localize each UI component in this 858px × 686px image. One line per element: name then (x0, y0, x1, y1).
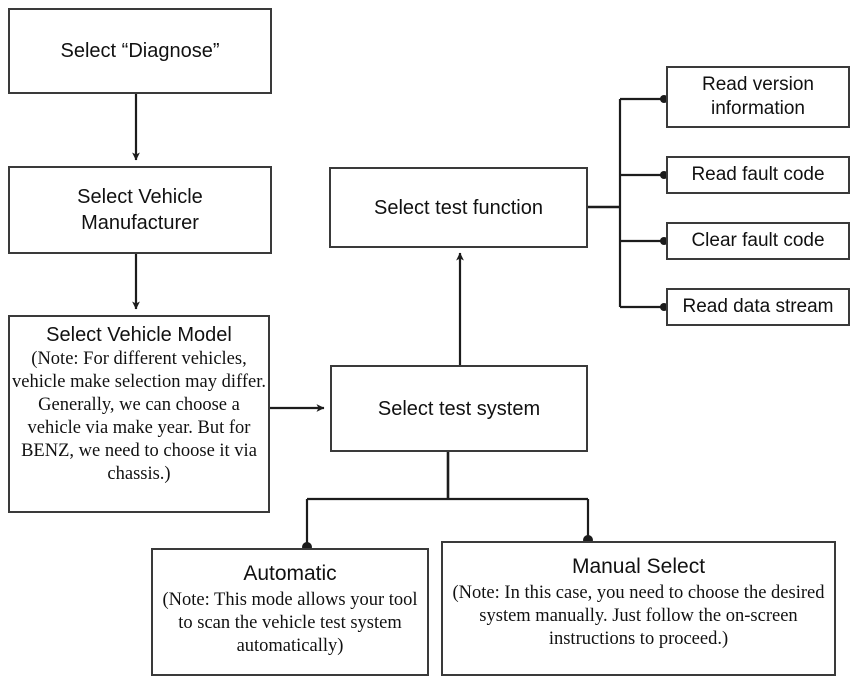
node-select-vehicle-manufacturer[interactable]: Select Vehicle Manufacturer (8, 166, 272, 254)
node-clear-fault-code[interactable]: Clear fault code (666, 222, 850, 260)
node-title: Clear fault code (691, 230, 825, 251)
node-manual-select[interactable]: Manual Select (Note: In this case, you n… (441, 541, 836, 676)
node-title: Read fault code (691, 164, 825, 185)
node-select-diagnose[interactable]: Select “Diagnose” (8, 8, 272, 94)
node-title: Automatic (243, 562, 337, 585)
node-select-test-system[interactable]: Select test system (330, 365, 588, 452)
node-select-test-function[interactable]: Select test function (329, 167, 588, 248)
node-title: Read version information (702, 74, 814, 119)
node-title: Select “Diagnose” (60, 40, 220, 62)
node-title: Select test system (377, 397, 541, 420)
node-title: Read data stream (682, 296, 834, 317)
node-read-version-information[interactable]: Read version information (666, 66, 850, 128)
node-select-vehicle-model[interactable]: Select Vehicle Model (Note: For differen… (8, 315, 270, 513)
edge-test-function-branches (588, 95, 668, 311)
node-title: Select Vehicle Manufacturer (77, 186, 203, 234)
node-title: Select Vehicle Model (46, 324, 232, 346)
node-title: Select test function (374, 196, 543, 219)
node-note: (Note: In this case, you need to choose … (452, 583, 825, 649)
node-read-fault-code[interactable]: Read fault code (666, 156, 850, 194)
edge-test-system-branches (302, 452, 593, 552)
node-automatic[interactable]: Automatic (Note: This mode allows your t… (151, 548, 429, 676)
node-title: Manual Select (571, 555, 706, 578)
node-note: (Note: For different vehicles, vehicle m… (12, 349, 266, 484)
node-note: (Note: This mode allows your tool to sca… (162, 590, 418, 656)
node-read-data-stream[interactable]: Read data stream (666, 288, 850, 326)
